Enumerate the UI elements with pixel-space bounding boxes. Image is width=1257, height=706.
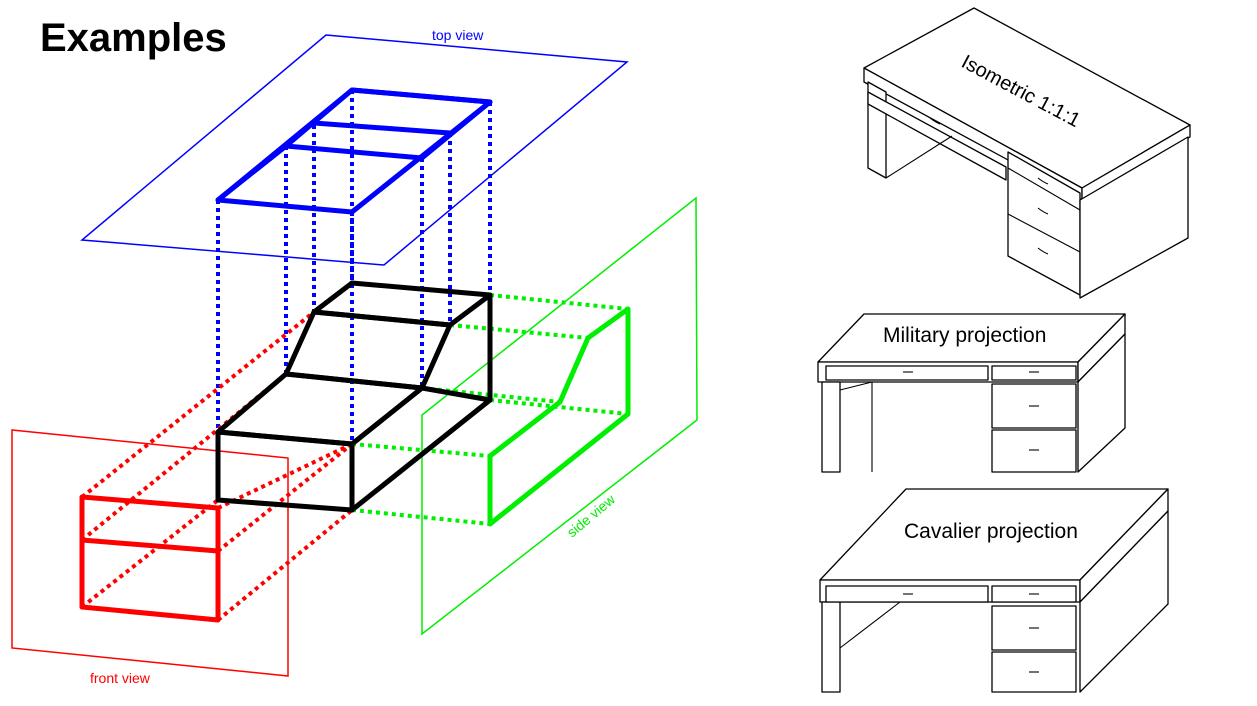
top-view-outline (215, 87, 493, 215)
side-view-label: side view (564, 490, 619, 540)
military-desk (817, 313, 1126, 473)
front-view-label: front view (90, 670, 151, 686)
object-3d (215, 280, 493, 513)
top-projection-lines (216, 90, 492, 444)
isometric-desk (863, 7, 1191, 299)
side-view-plane (421, 196, 698, 636)
top-view-plane (80, 34, 629, 266)
cavalier-desk (819, 488, 1169, 693)
page-title: Examples (40, 16, 227, 60)
side-view-outline (487, 306, 631, 527)
front-view-outline (79, 494, 221, 623)
side-projection-lines (351, 293, 629, 526)
military-label: Military projection (883, 324, 1046, 347)
cavalier-label: Cavalier projection (904, 520, 1078, 543)
top-view-label: top view (432, 27, 484, 43)
front-view-plane (11, 429, 289, 677)
